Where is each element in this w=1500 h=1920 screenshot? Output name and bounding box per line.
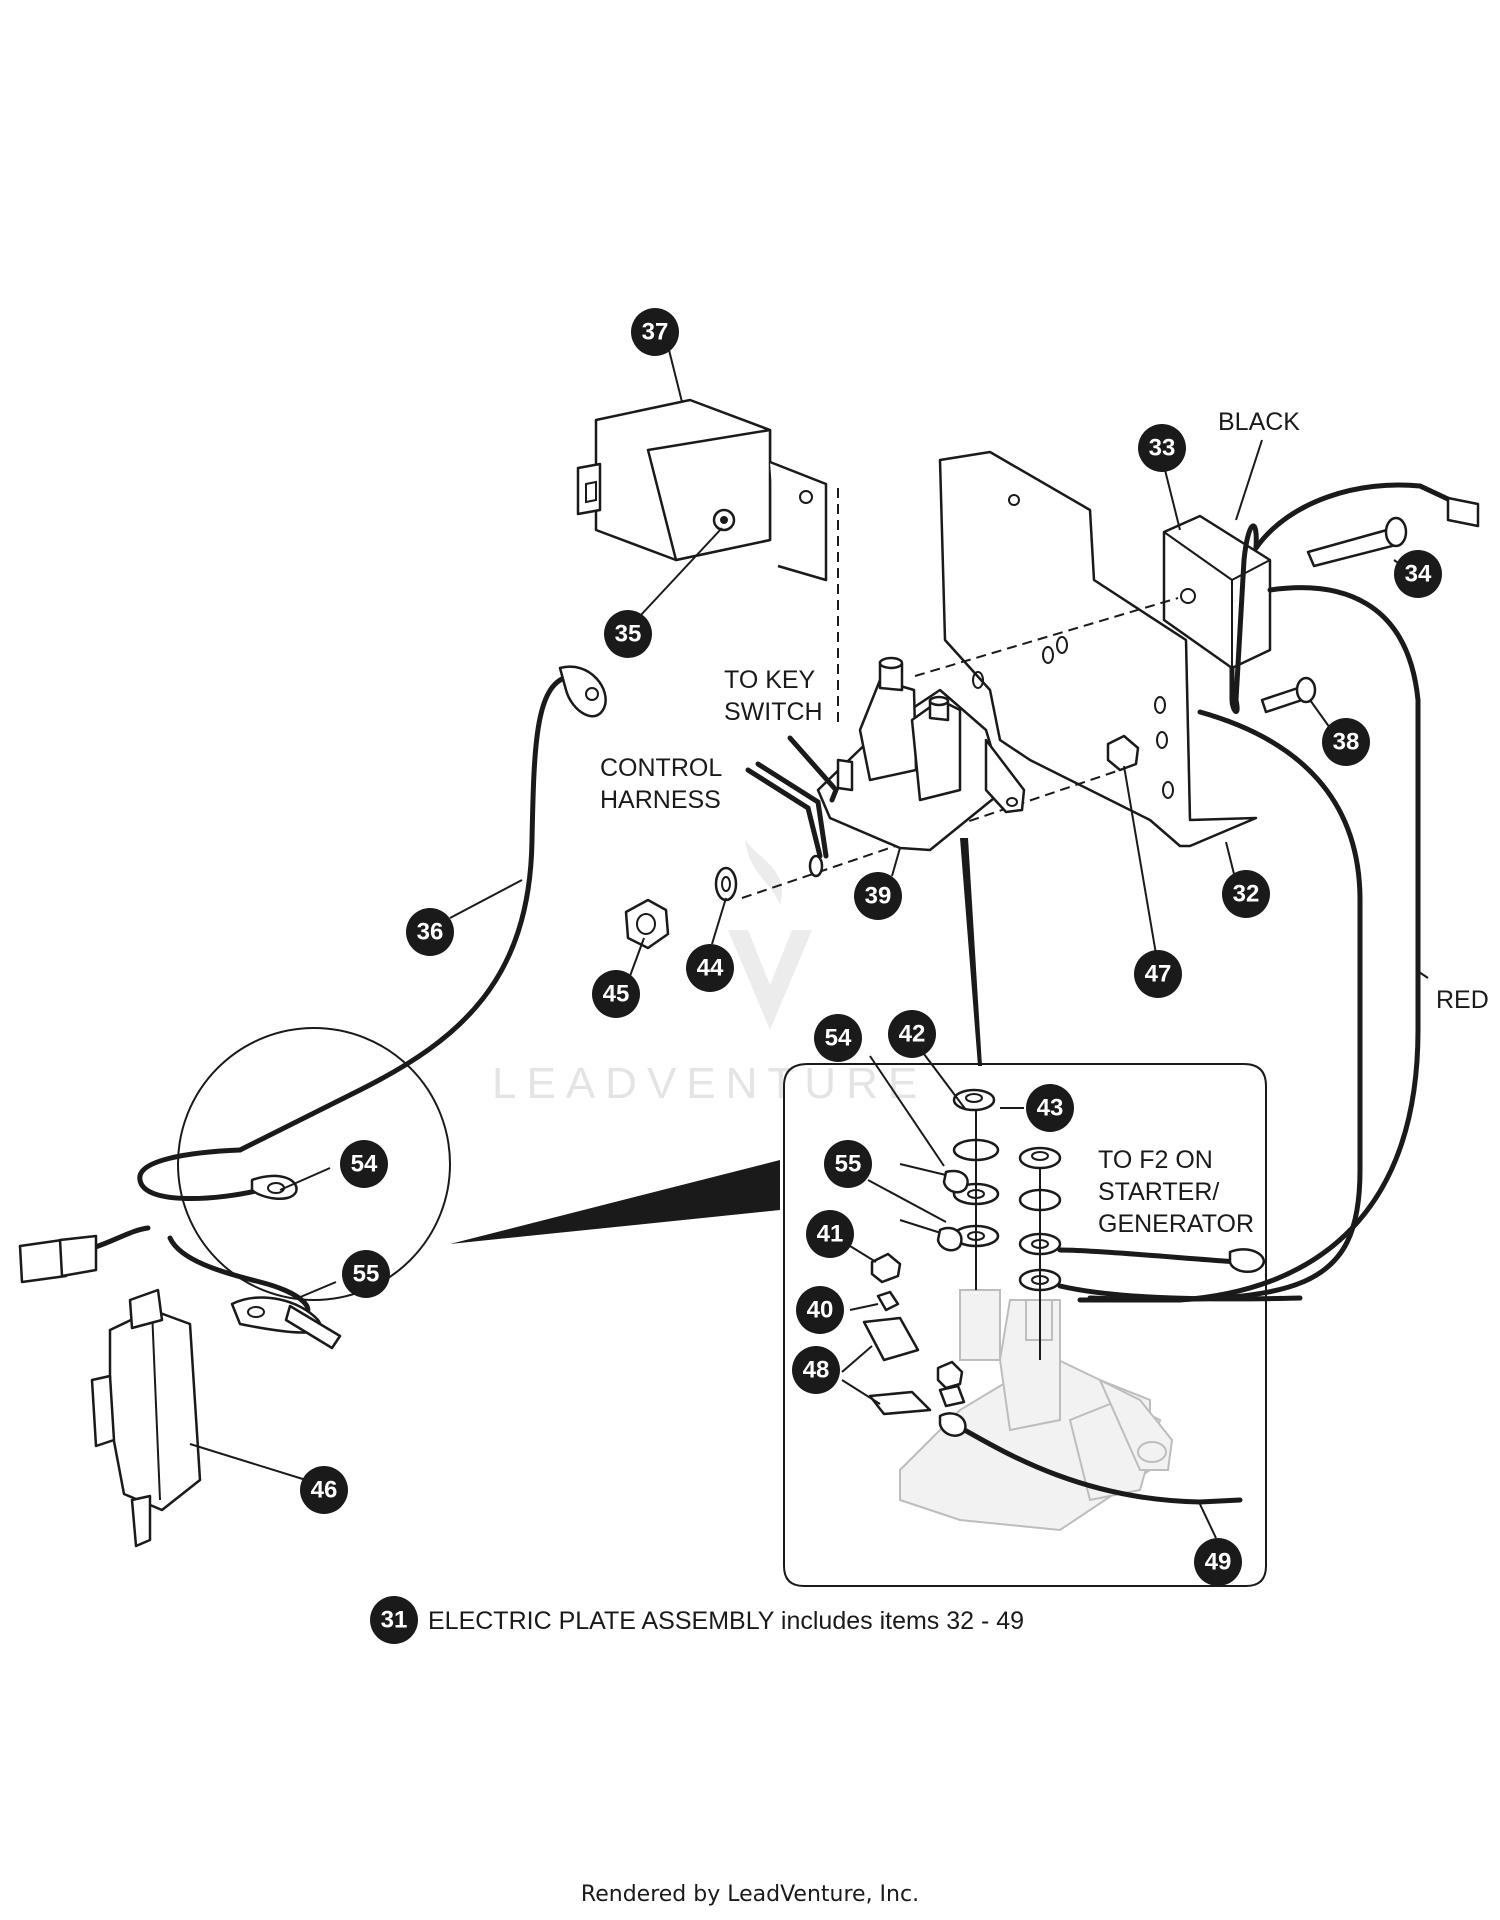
- part-badge-number: 35: [615, 621, 642, 648]
- part-badge-number: 55: [835, 1151, 862, 1178]
- part-badge-number: 46: [311, 1477, 338, 1504]
- part-badge-number: 49: [1205, 1549, 1232, 1576]
- part-badge-number: 43: [1037, 1095, 1064, 1122]
- relay-part: [576, 398, 828, 582]
- part-badge: 44: [686, 944, 734, 992]
- assembly-legend: 31 ELECTRIC PLATE ASSEMBLY includes item…: [370, 1596, 1024, 1644]
- detail-circle-left: [137, 1027, 451, 1350]
- legend-text: ELECTRIC PLATE ASSEMBLY includes items 3…: [428, 1607, 1024, 1635]
- part-badge: 35: [604, 610, 652, 658]
- part-badge-number: 44: [697, 955, 724, 982]
- leader-lines: [189, 345, 1429, 1539]
- part-badge-number: 54: [351, 1151, 378, 1178]
- part-badge-number: 55: [353, 1261, 380, 1288]
- nut-part: [1106, 734, 1140, 772]
- watermark-logo-icon: [728, 840, 812, 1030]
- part-badge: 39: [854, 872, 902, 920]
- callout-to-f2: TO F2 ON STARTER/ GENERATOR: [1098, 1146, 1254, 1238]
- part-badge: 34: [1394, 550, 1442, 598]
- part-badge-number: 32: [1233, 881, 1260, 908]
- part-badge: 54: [814, 1014, 862, 1062]
- part-badge: 42: [888, 1010, 936, 1058]
- callout-to-f2-line: GENERATOR: [1098, 1210, 1254, 1238]
- part-badge-number: 41: [817, 1221, 844, 1248]
- part-badge-number: 42: [899, 1021, 926, 1048]
- part-badge-number: 38: [1333, 729, 1360, 756]
- footer-credit: Rendered by LeadVenture, Inc.: [580, 1882, 920, 1907]
- part-badge: 49: [1194, 1538, 1242, 1586]
- ground-cable-part: [237, 665, 607, 1153]
- part-badge: 43: [1026, 1084, 1074, 1132]
- callout-to-f2-line: STARTER/: [1098, 1178, 1219, 1206]
- part-badge-number: 54: [825, 1025, 852, 1052]
- legend-badge: 31: [370, 1596, 418, 1644]
- callout-red: RED: [1436, 986, 1489, 1014]
- callout-black: BLACK: [1218, 408, 1300, 436]
- detail-box: [783, 1063, 1303, 1587]
- part-badge: 41: [806, 1210, 854, 1258]
- part-badge-number: 33: [1149, 435, 1176, 462]
- solenoid-part: [816, 656, 1026, 852]
- part-badge: 32: [1222, 870, 1270, 918]
- watermark: LEADVENTURE: [492, 840, 927, 1108]
- module-part: [1162, 514, 1272, 714]
- watermark-text: LEADVENTURE: [492, 1059, 927, 1108]
- part-badge-number: 45: [603, 981, 630, 1008]
- part-badge: 36: [406, 908, 454, 956]
- legend-badge-number: 31: [381, 1607, 408, 1634]
- detail-hardware-right: [1018, 1146, 1062, 1360]
- part-badge: 45: [592, 970, 640, 1018]
- part-badge: 33: [1138, 424, 1186, 472]
- part-badge-number: 36: [417, 919, 444, 946]
- part-badge: 55: [342, 1250, 390, 1298]
- part-badge: 38: [1322, 718, 1370, 766]
- part-badge-number: 34: [1405, 561, 1432, 588]
- detail-solenoid: [899, 1289, 1174, 1532]
- callout-to-key-switch-line: TO KEY: [724, 666, 816, 694]
- part-badge-number: 48: [803, 1357, 830, 1384]
- part-badge-number: 39: [865, 883, 892, 910]
- part-badge-number: 37: [642, 319, 669, 346]
- part-badge: 55: [824, 1140, 872, 1188]
- callout-to-key-switch: TO KEY SWITCH: [724, 666, 823, 726]
- callout-to-f2-line: TO F2 ON: [1098, 1146, 1213, 1174]
- part-badge-number: 47: [1145, 961, 1172, 988]
- part-badge: 40: [796, 1286, 844, 1334]
- callout-control-harness-line: CONTROL: [600, 754, 722, 782]
- part-badge: 46: [300, 1466, 348, 1514]
- part-badge: 54: [340, 1140, 388, 1188]
- part-badge: 48: [792, 1346, 840, 1394]
- screw-part: [1260, 676, 1317, 714]
- part-badge: 47: [1134, 950, 1182, 998]
- callout-control-harness: CONTROL HARNESS: [600, 754, 728, 814]
- part-badge: 37: [631, 308, 679, 356]
- nut-washer-part: [624, 866, 738, 950]
- part-badge-number: 40: [807, 1297, 834, 1324]
- bolt-part: [1306, 516, 1408, 568]
- callout-control-harness-line: HARNESS: [600, 786, 721, 814]
- fuse-harness-part: [18, 1225, 202, 1548]
- mounting-plate-part: [938, 450, 1258, 848]
- callout-to-key-switch-line: SWITCH: [724, 698, 823, 726]
